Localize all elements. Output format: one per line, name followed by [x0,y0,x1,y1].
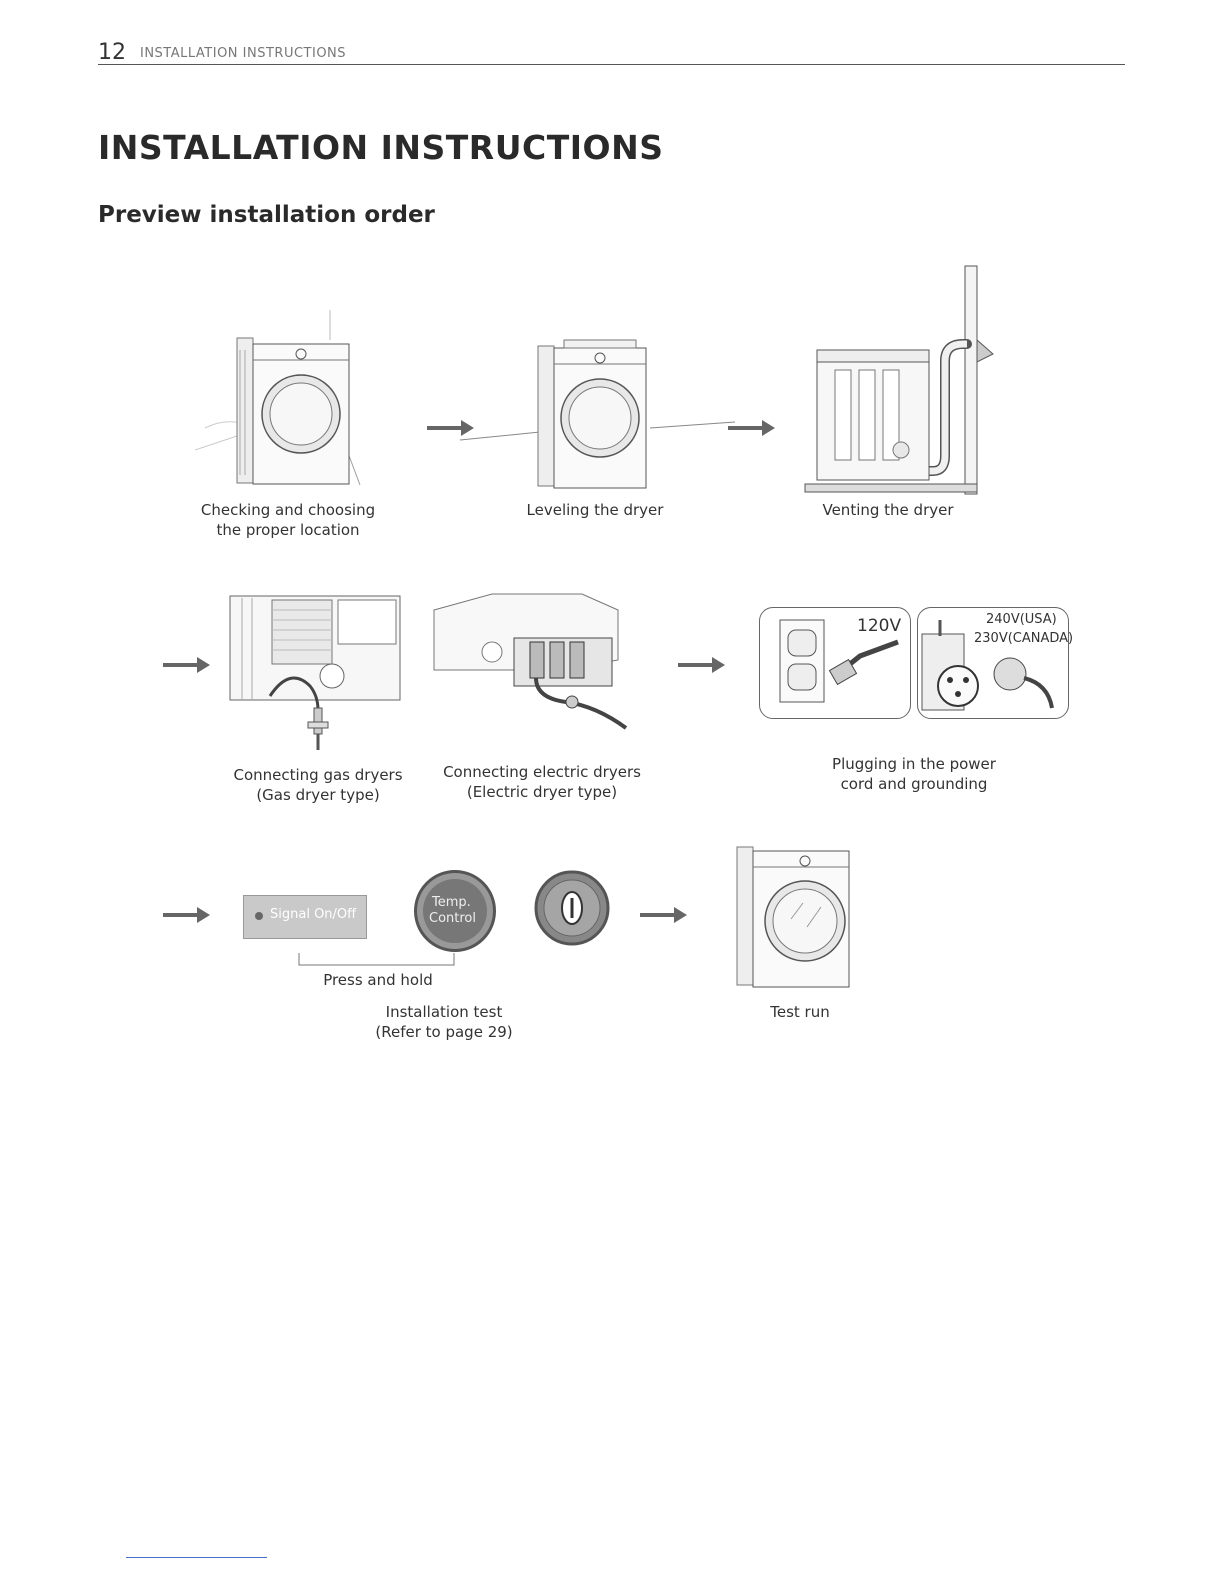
signal-button-label: Signal On/Off [270,907,357,922]
running-header: INSTALLATION INSTRUCTIONS [140,46,347,61]
arrow-right-icon [163,657,210,673]
page-number: 12 [98,40,126,65]
caption-test-run: Test run [770,1003,830,1021]
outlet-icon [779,619,899,703]
label-120v: 120V [857,616,902,636]
arrow-right-icon [163,907,210,923]
power-button-icon [534,870,610,946]
section-title: Preview installation order [98,202,435,228]
press-hold-bracket [298,953,455,966]
label-240v-usa: 240V(USA) [986,612,1057,627]
dryer-leveling-illustration [459,339,736,489]
caption-venting: Venting the dryer [822,501,954,519]
electric-connection-illustration [433,593,628,730]
gas-connection-illustration [229,595,401,750]
label-230v-canada: 230V(CANADA) [974,631,1074,646]
arrow-right-icon [678,657,725,673]
plug-icon [921,620,1054,711]
temp-label-line2: Control [429,911,476,926]
arrow-right-icon [640,907,687,923]
caption-press-hold: Press and hold [323,971,433,989]
signal-onoff-button [243,895,367,939]
caption-leveling: Leveling the dryer [526,501,664,519]
footer-divider [126,1557,267,1558]
temp-label-line1: Temp. [432,895,471,910]
signal-indicator-icon [255,912,263,920]
caption-installation-test: Installation test(Refer to page 29) [375,1003,513,1041]
dryer-venting-illustration [804,265,994,495]
temp-control-button [414,870,496,952]
caption-gas: Connecting gas dryers(Gas dryer type) [233,766,403,804]
arrow-right-icon [427,420,474,436]
dryer-test-run-illustration [736,846,850,988]
caption-electric: Connecting electric dryers(Electric drye… [443,763,641,801]
arrow-right-icon [728,420,775,436]
dryer-location-illustration [194,310,361,486]
page-title: INSTALLATION INSTRUCTIONS [98,128,664,167]
header-divider [98,64,1125,65]
